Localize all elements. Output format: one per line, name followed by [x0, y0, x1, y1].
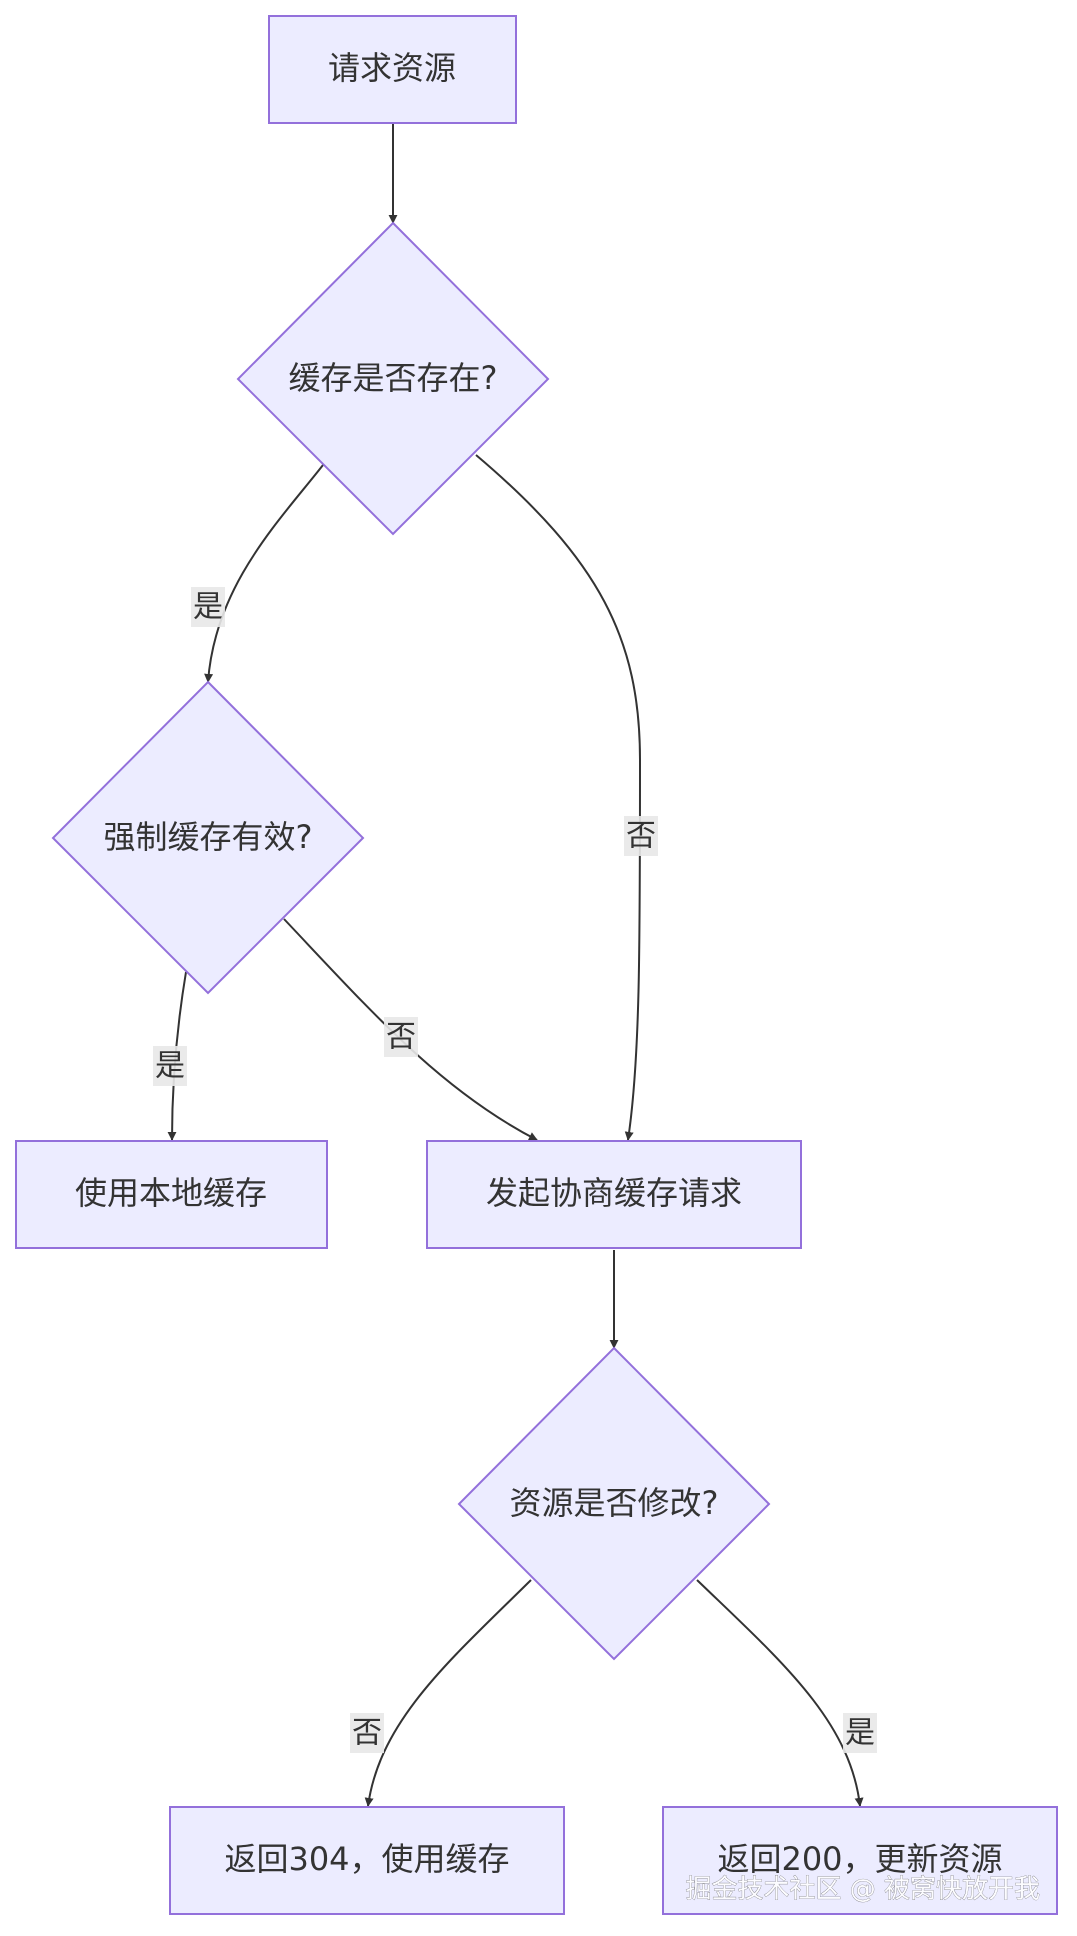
- node-strong-cache-valid: 强制缓存有效?: [51, 680, 365, 995]
- node-resource-modified: 资源是否修改?: [457, 1346, 771, 1661]
- node-cache-exists-label: 缓存是否存在?: [289, 359, 498, 397]
- node-return-200-label: 返回200，更新资源: [717, 1840, 1002, 1878]
- edge-label-modified-no-text: 否: [352, 1716, 382, 1751]
- node-return-200: 返回200，更新资源: [662, 1806, 1058, 1915]
- node-use-local-cache-label: 使用本地缓存: [75, 1174, 267, 1212]
- edge-label-cache-exists-yes: 是: [191, 587, 225, 627]
- node-strong-cache-valid-label: 强制缓存有效?: [104, 818, 313, 856]
- edge-modified-yes: [696, 1579, 864, 1807]
- node-resource-modified-label: 资源是否修改?: [510, 1484, 719, 1522]
- edge-cache-exists-no: [475, 454, 642, 1141]
- edge-label-modified-no: 否: [350, 1713, 384, 1753]
- node-request-resource-label: 请求资源: [328, 49, 456, 87]
- node-return-304: 返回304，使用缓存: [169, 1806, 565, 1915]
- edge-modified-no: [364, 1579, 532, 1807]
- edge-label-modified-yes-text: 是: [845, 1716, 875, 1751]
- watermark: 掘金技术社区 @ 被窝快放开我: [685, 1875, 1040, 1905]
- edge-label-strong-cache-yes-text: 是: [155, 1049, 185, 1084]
- node-use-local-cache: 使用本地缓存: [15, 1140, 328, 1249]
- edge-label-cache-exists-yes-text: 是: [193, 590, 223, 625]
- edge-cache-exists-yes: [204, 464, 324, 683]
- edge-label-strong-cache-yes: 是: [153, 1046, 187, 1086]
- edge-label-cache-exists-no: 否: [624, 816, 658, 856]
- edge-label-strong-cache-no-text: 否: [386, 1020, 416, 1055]
- node-cache-exists: 缓存是否存在?: [236, 221, 550, 536]
- node-request-resource: 请求资源: [268, 15, 517, 124]
- node-return-304-label: 返回304，使用缓存: [224, 1840, 509, 1878]
- node-negotiate-request: 发起协商缓存请求: [426, 1140, 802, 1249]
- edge-label-modified-yes: 是: [843, 1713, 877, 1753]
- edge-label-cache-exists-no-text: 否: [626, 819, 656, 854]
- node-negotiate-request-label: 发起协商缓存请求: [486, 1174, 742, 1212]
- edge-label-strong-cache-no: 否: [384, 1017, 418, 1057]
